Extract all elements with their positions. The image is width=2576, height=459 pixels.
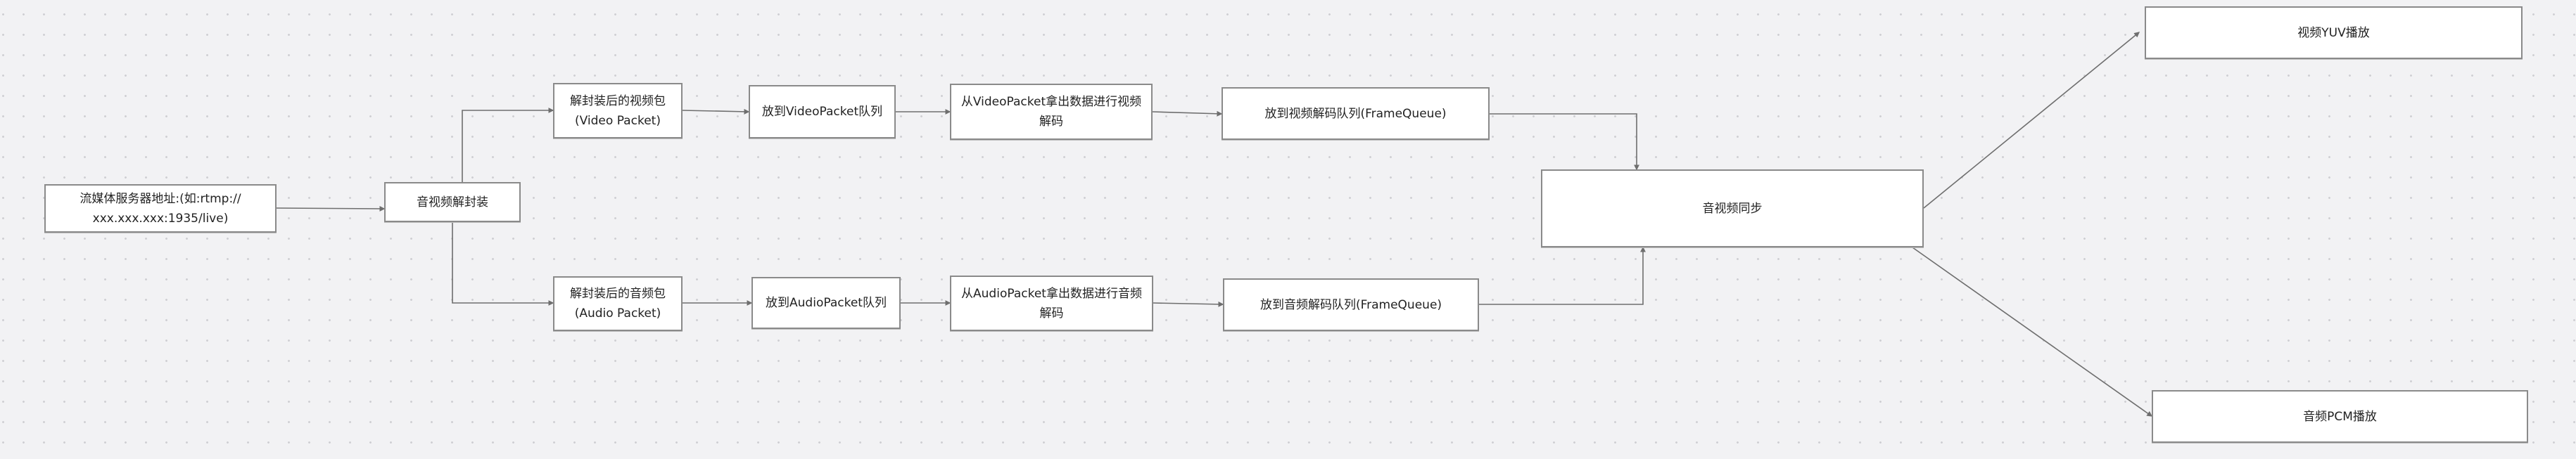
edge-aframe-sync: [1479, 246, 1646, 305]
node-video-yuv-playback[interactable]: 视频YUV播放: [2145, 6, 2523, 59]
node-label: 音视频同步: [1702, 201, 1763, 216]
node-label: 音频PCM播放: [2303, 409, 2377, 424]
node-audio-pcm-playback[interactable]: 音频PCM播放: [2152, 390, 2528, 443]
node-label-line: 解码: [1039, 115, 1063, 129]
edge-demux-vpkt: [462, 108, 554, 182]
node-label: 放到音频解码队列(FrameQueue): [1260, 297, 1442, 312]
node-label: 放到VideoPacket队列: [761, 105, 883, 119]
node-label-line: (Audio Packet): [574, 306, 661, 321]
edge-vdecode-vframe: [1152, 110, 1223, 117]
node-audio-packet[interactable]: 解封装后的音频包 (Audio Packet): [553, 276, 683, 331]
node-label: 放到视频解码队列(FrameQueue): [1264, 106, 1447, 121]
edge-source-demux: [276, 205, 386, 212]
node-label-line: (Video Packet): [575, 113, 661, 128]
edge-vpkt-vqueue: [682, 108, 750, 115]
node-label-line: 解封装后的视频包: [570, 93, 666, 108]
node-audio-frame-queue[interactable]: 放到音频解码队列(FrameQueue): [1223, 278, 1479, 331]
node-audio-decode[interactable]: 从AudioPacket拿出数据进行音频 解码: [950, 276, 1153, 331]
node-label: 音视频解封装: [417, 195, 488, 209]
node-audio-packet-queue[interactable]: 放到AudioPacket队列: [751, 277, 901, 329]
edge-sync-video-out: [1923, 32, 2140, 209]
node-stream-server-address[interactable]: 流媒体服务器地址:(如:rtmp:// xxx.xxx.xxx:1935/liv…: [44, 184, 277, 233]
node-label-line: 解封装后的音频包: [570, 287, 666, 301]
node-label-line: 从AudioPacket拿出数据进行音频: [961, 286, 1142, 301]
node-av-sync[interactable]: 音视频同步: [1541, 169, 1924, 247]
node-label: 视频YUV播放: [2297, 25, 2370, 40]
edge-demux-apkt: [452, 222, 554, 306]
node-label: 放到AudioPacket队列: [766, 296, 887, 310]
edge-sync-audio-out: [1912, 247, 2153, 417]
node-video-packet[interactable]: 解封装后的视频包 (Video Packet): [553, 83, 683, 138]
node-label-line: xxx.xxx.xxx:1935/live): [92, 211, 229, 226]
edge-adecode-aframe: [1153, 301, 1224, 307]
node-video-frame-queue[interactable]: 放到视频解码队列(FrameQueue): [1222, 87, 1490, 140]
edge-vframe-sync: [1490, 113, 1639, 171]
node-video-decode[interactable]: 从VideoPacket拿出数据进行视频 解码: [950, 84, 1153, 140]
node-demux[interactable]: 音视频解封装: [384, 182, 521, 222]
node-label-line: 流媒体服务器地址:(如:rtmp://: [80, 191, 241, 206]
node-label-line: 从VideoPacket拿出数据进行视频: [960, 95, 1142, 109]
node-label-line: 解码: [1039, 306, 1064, 321]
node-video-packet-queue[interactable]: 放到VideoPacket队列: [749, 85, 896, 138]
